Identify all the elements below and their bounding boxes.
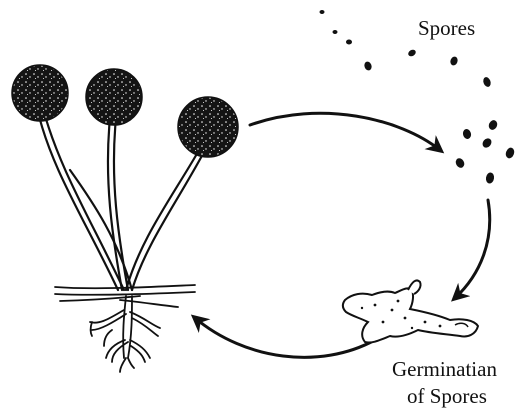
- spore-icon: [320, 10, 325, 14]
- stalk-cross: [70, 170, 132, 290]
- spore-icon: [504, 146, 515, 159]
- stalk-right: [126, 152, 198, 290]
- spore-icon: [454, 157, 466, 170]
- spore-icon: [487, 119, 498, 131]
- sporangiophores: [38, 112, 204, 290]
- cycle-arrow-icon: [455, 200, 490, 298]
- spore-icon: [482, 76, 492, 88]
- sporangia: [12, 65, 238, 157]
- cycle-arrow-icon: [250, 113, 440, 150]
- spore-icon: [346, 40, 352, 45]
- spore-icon: [449, 56, 459, 67]
- spore-icon: [363, 61, 373, 72]
- spore-icon: [462, 128, 472, 140]
- spores-label: Spores: [418, 16, 475, 40]
- germinating-spore-icon: [343, 280, 478, 342]
- sporangium-icon: [86, 69, 142, 125]
- sporangium-icon: [178, 97, 238, 157]
- spore-icon: [333, 30, 338, 34]
- stalk-middle-inner: [114, 118, 128, 290]
- stalk-left: [38, 112, 118, 290]
- germination-label-line1: Germinatian: [392, 357, 497, 381]
- sporangium-icon: [12, 65, 68, 121]
- rhizoids: [90, 296, 160, 372]
- spore-icon: [485, 172, 495, 184]
- cycle-arrow-icon: [195, 318, 375, 357]
- stalk-left-inner: [44, 112, 124, 290]
- spore-icon: [407, 48, 417, 57]
- stalk-right-inner: [132, 152, 204, 290]
- germination-label-line2: of Spores: [407, 384, 487, 408]
- spore-icon: [481, 137, 494, 150]
